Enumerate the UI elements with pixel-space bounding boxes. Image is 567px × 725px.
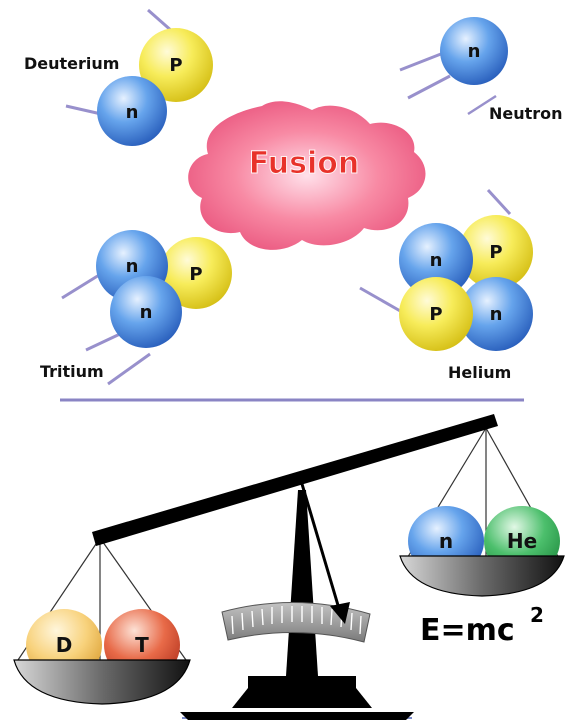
helium-label: Helium [448, 363, 511, 382]
balance-scale: D T n He E=mc 2 [13, 414, 565, 720]
deuterium-group: P n Deuterium [24, 8, 213, 146]
ball-label: D [56, 633, 73, 657]
neutron-particle: n [110, 276, 182, 348]
particle-label: P [169, 55, 182, 76]
proton-particle: P [459, 215, 533, 289]
particle-label: n [126, 102, 139, 123]
neutron-particle: n [459, 277, 533, 351]
equation-base: E=mc [420, 613, 515, 648]
proton-particle: P [399, 277, 473, 351]
ball-label: T [135, 633, 149, 657]
tritium-label: Tritium [40, 362, 104, 381]
neutron-label: Neutron [489, 104, 563, 123]
motion-trail [61, 270, 105, 300]
deuterium-label: Deuterium [24, 54, 119, 73]
particle-label: n [126, 256, 139, 277]
ball-label: He [507, 529, 537, 553]
equation-exponent: 2 [530, 603, 544, 627]
proton-particle: P [160, 237, 232, 309]
particle-label: P [189, 264, 202, 285]
fusion-cloud: Fusion [188, 101, 426, 250]
particle-label: P [429, 304, 442, 325]
ball-label: n [439, 529, 453, 553]
motion-trail [107, 352, 151, 386]
motion-trail [85, 332, 121, 352]
motion-trail [407, 74, 451, 100]
neutron-particle: n [440, 17, 508, 85]
scale-dial [221, 601, 371, 643]
particle-label: n [140, 302, 153, 323]
particle-label: n [490, 304, 503, 325]
particle-label: n [430, 250, 443, 271]
scale-needle [300, 483, 350, 624]
neutron-particle: n [399, 223, 473, 297]
motion-trail [359, 286, 403, 314]
tritium-group: P n n Tritium [40, 230, 232, 386]
right-pan [399, 555, 565, 597]
motion-trail [399, 50, 447, 72]
particle-label: P [489, 242, 502, 263]
proton-particle: P [139, 28, 213, 102]
cloud-shape [188, 101, 426, 250]
particle-label: n [468, 41, 481, 62]
mass-energy-equation: E=mc 2 [420, 603, 544, 648]
scale-beam [92, 414, 498, 546]
motion-trail [486, 188, 512, 216]
helium-group: P n n P Helium [359, 188, 533, 382]
motion-trail [467, 94, 497, 116]
left-pan [13, 659, 191, 705]
neutron-particle: n [97, 76, 167, 146]
fusion-title: Fusion [249, 146, 359, 181]
neutron-product-group: n Neutron [399, 17, 563, 123]
